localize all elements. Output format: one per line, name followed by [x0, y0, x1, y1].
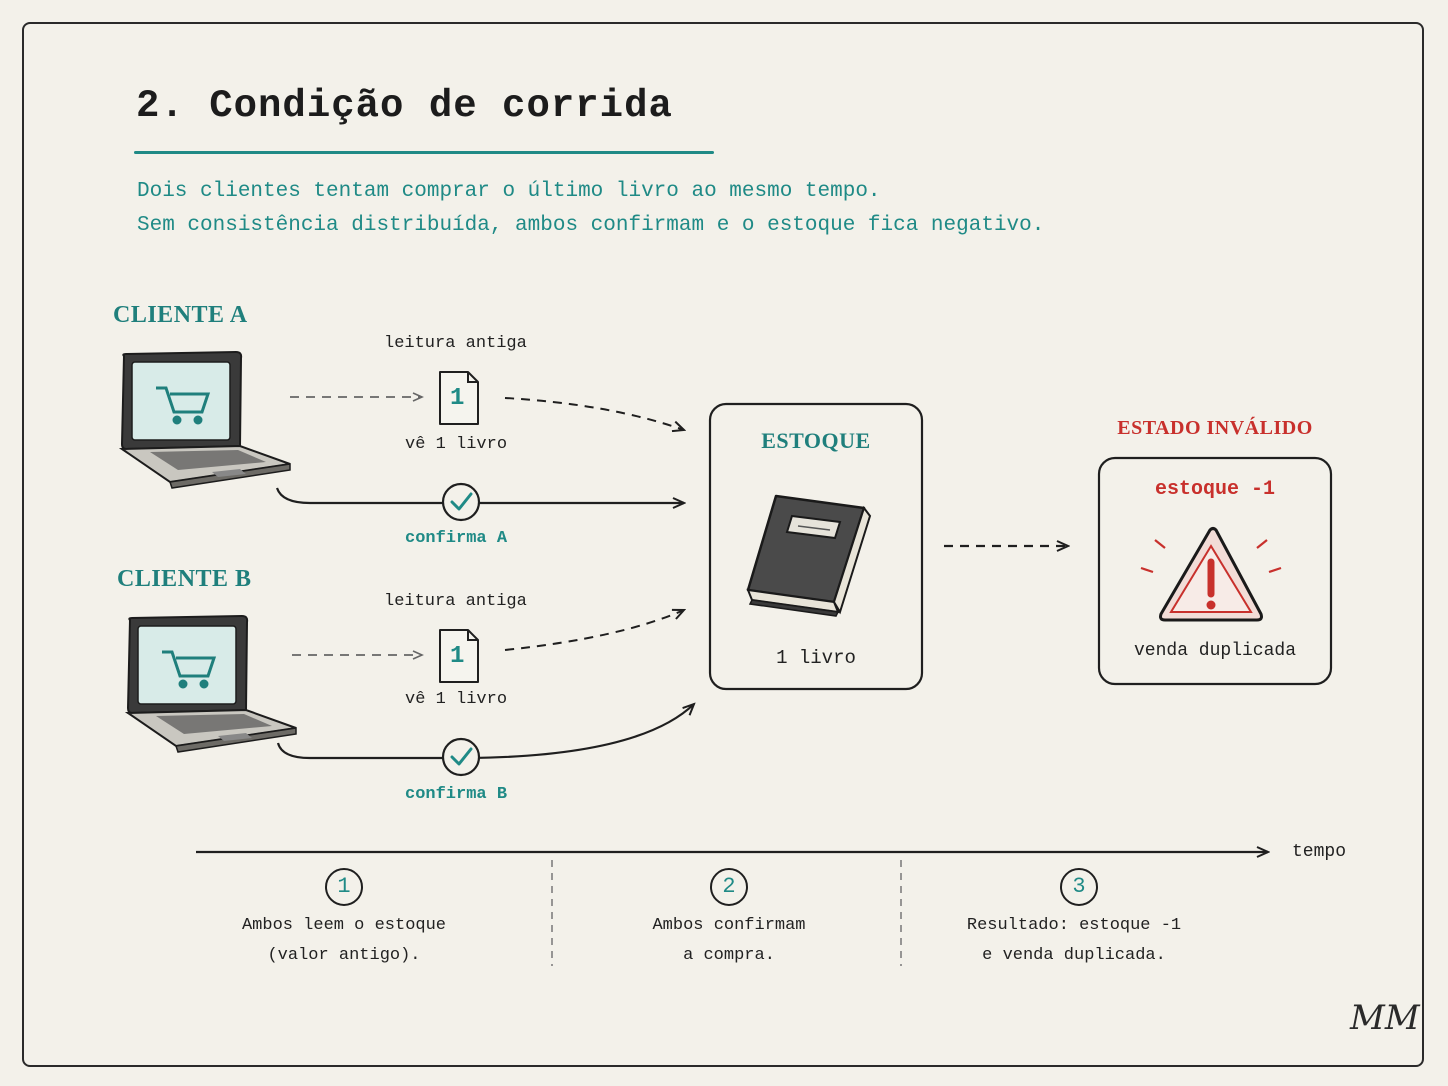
client-a-sees: vê 1 livro: [405, 435, 508, 454]
client-b-label: CLIENTE B: [117, 566, 252, 592]
laptop-cart-icon: [124, 614, 297, 753]
subtitle-line-2: Sem consistência distribuída, ambos conf…: [137, 214, 1045, 237]
client-b-read-label: leitura antiga: [384, 592, 527, 611]
step-3-circle: [1060, 868, 1098, 906]
client-a-read-label: leitura antiga: [384, 334, 527, 353]
check-circle-icon: [441, 737, 481, 777]
laptop-cart-icon: [118, 350, 291, 489]
step-3-line-2: e venda duplicada.: [982, 946, 1166, 965]
step-2-number: 2: [722, 874, 736, 899]
client-a-confirm: confirma A: [405, 529, 508, 548]
step-3-line-1: Resultado: estoque -1: [966, 916, 1182, 935]
step-1-line-1: Ambos leem o estoque: [241, 916, 447, 935]
time-axis-label: tempo: [1292, 842, 1347, 862]
client-a-label: CLIENTE A: [113, 302, 248, 328]
client-b-doc-value: 1: [450, 643, 465, 670]
client-b-confirm: confirma B: [405, 785, 508, 804]
book-icon: [746, 494, 872, 617]
client-a-doc-value: 1: [450, 385, 465, 412]
step-1-number: 1: [337, 874, 351, 899]
invalid-state-caption: venda duplicada: [1133, 641, 1297, 661]
inventory-title: ESTOQUE: [761, 428, 871, 453]
signature: MM: [1350, 998, 1420, 1038]
invalid-state-value: estoque -1: [1154, 478, 1276, 501]
inventory-count: 1 livro: [776, 647, 856, 669]
invalid-state-box: [1097, 456, 1333, 686]
step-2-circle: [710, 868, 748, 906]
warning-triangle-icon: [1140, 527, 1282, 622]
step-3-number: 3: [1072, 874, 1086, 899]
title-underline: [134, 151, 714, 154]
client-b-sees: vê 1 livro: [405, 690, 508, 709]
document-icon: [439, 629, 479, 683]
page-title: 2. Condição de corrida: [136, 84, 673, 128]
step-1-circle: [325, 868, 363, 906]
check-circle-icon: [441, 482, 481, 522]
inventory-box: [708, 402, 924, 691]
invalid-state-heading: ESTADO INVÁLIDO: [1117, 417, 1313, 439]
document-icon: [439, 371, 479, 425]
subtitle-line-1: Dois clientes tentam comprar o último li…: [137, 180, 881, 203]
step-1-line-2: (valor antigo).: [267, 946, 421, 965]
step-2-line-1: Ambos confirmam: [652, 916, 806, 935]
step-2-line-2: a compra.: [683, 946, 775, 965]
diagram-frame: [22, 22, 1424, 1067]
